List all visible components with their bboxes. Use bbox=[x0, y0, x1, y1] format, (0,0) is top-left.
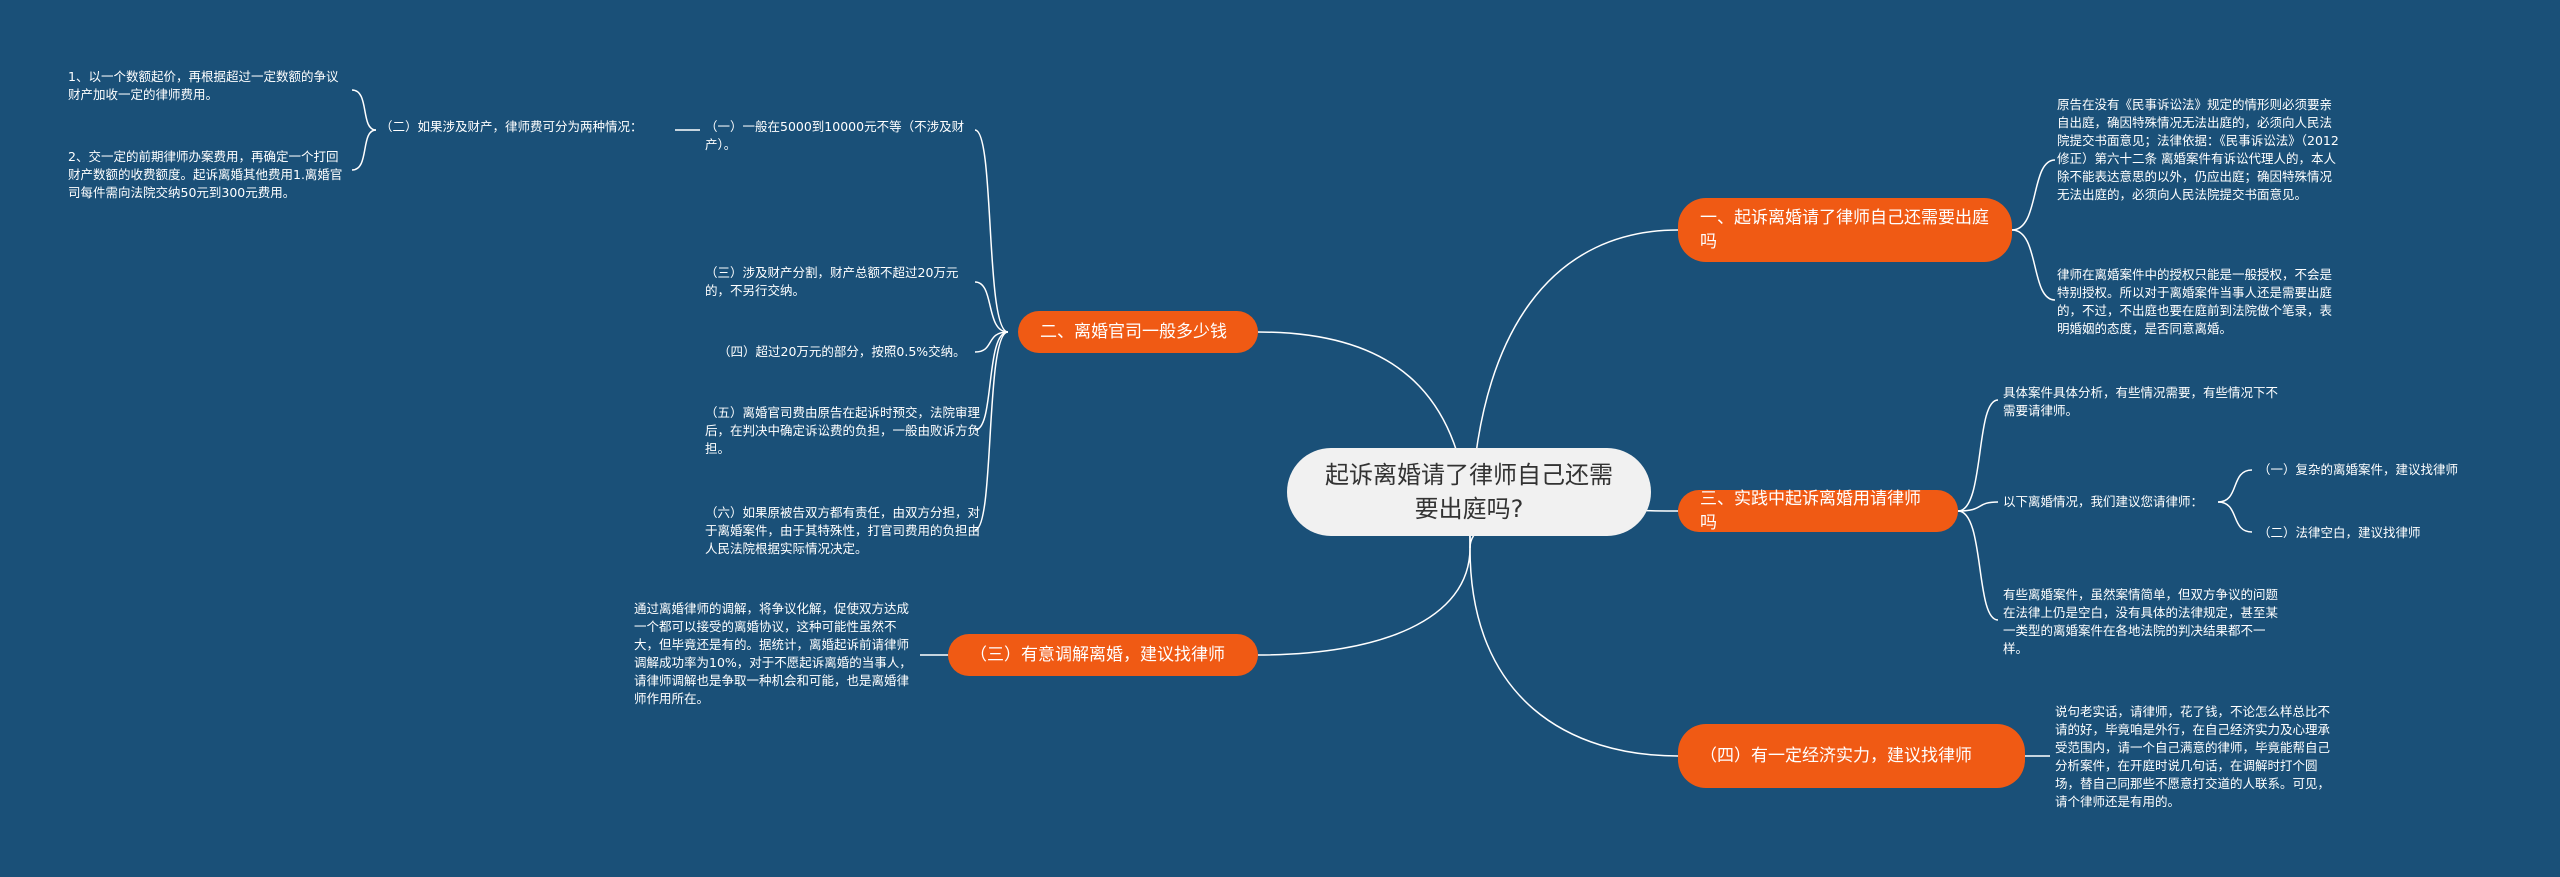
branch-b5[interactable]: （四）有一定经济实力，建议找律师 bbox=[1678, 724, 2025, 788]
link-b1-leaf1 bbox=[2011, 159, 2056, 231]
leaf-b3-3: 有些离婚案件，虽然案情简单，但双方争议的问题在法律上仍是空白，没有具体的法律规定… bbox=[2003, 587, 2279, 656]
leaf-b3-2b: （二）法律空白，建议找律师 bbox=[2258, 525, 2421, 540]
leaf-b2-5: （五）离婚官司费由原告在起诉时预交，法院审理后，在判决中确定诉讼费的负担，一般由… bbox=[705, 405, 981, 456]
branch-b1[interactable]: 一、起诉离婚请了律师自己还需要出庭吗 bbox=[1678, 198, 2012, 262]
leaf-b3-2: 以下离婚情况，我们建议您请律师： bbox=[2003, 494, 2204, 509]
leaf-b2-6: （六）如果原被告双方都有责任，由双方分担，对于离婚案件，由于其特殊性，打官司费用… bbox=[705, 505, 981, 556]
branch-b3[interactable]: 三、实践中起诉离婚用请律师吗 bbox=[1678, 489, 1958, 533]
leaf-b2-2b: 2、交一定的前期律师办案费用，再确定一个打回财产数额的收费额度。起诉离婚其他费用… bbox=[68, 149, 343, 200]
leaf-b2-4: （四）超过20万元的部分，按照0.5%交纳。 bbox=[718, 344, 966, 359]
leaf-b2-3: （三）涉及财产分割，财产总额不超过20万元的，不另行交纳。 bbox=[705, 265, 959, 298]
leaf-b3-1: 具体案件具体分析，有些情况需要，有些情况下不需要请律师。 bbox=[2003, 385, 2279, 418]
branch-b2[interactable]: 二、离婚官司一般多少钱 bbox=[1018, 311, 1258, 353]
leaf-b3-2a: （一）复杂的离婚案件，建议找律师 bbox=[2258, 462, 2459, 477]
link-center-b5 bbox=[1469, 547, 1679, 757]
branch-b4[interactable]: （三）有意调解离婚，建议找律师 bbox=[948, 634, 1258, 676]
central-topic[interactable]: 起诉离婚请了律师自己还需要出庭吗? bbox=[1287, 448, 1651, 536]
leaf-b2-2a: 1、以一个数额起价，再根据超过一定数额的争议财产加收一定的律师费用。 bbox=[68, 69, 339, 102]
leaf-b2-2: （二）如果涉及财产，律师费可分为两种情况： bbox=[380, 119, 643, 134]
link-center-b4 bbox=[1257, 547, 1471, 656]
leaf-b2-1: （一）一般在5000到10000元不等（不涉及财产）。 bbox=[705, 119, 965, 152]
link-b1-leaf2 bbox=[2011, 229, 2056, 301]
leaf-b5-1: 说句老实话，请律师，花了钱，不论怎么样总比不请的好，毕竟咱是外行，在自己经济实力… bbox=[2055, 704, 2331, 809]
link-b2-leaf bbox=[974, 129, 1009, 333]
leaf-b1-1: 原告在没有《民事诉讼法》规定的情形则必须要亲自出庭，确因特殊情况无法出庭的，必须… bbox=[2057, 97, 2339, 202]
leaf-b4-1: 通过离婚律师的调解，将争议化解，促使双方达成一个都可以接受的离婚协议，这种可能性… bbox=[634, 601, 912, 706]
leaf-b1-2: 律师在离婚案件中的授权只能是一般授权，不会是特别授权。所以对于离婚案件当事人还是… bbox=[2057, 267, 2333, 336]
